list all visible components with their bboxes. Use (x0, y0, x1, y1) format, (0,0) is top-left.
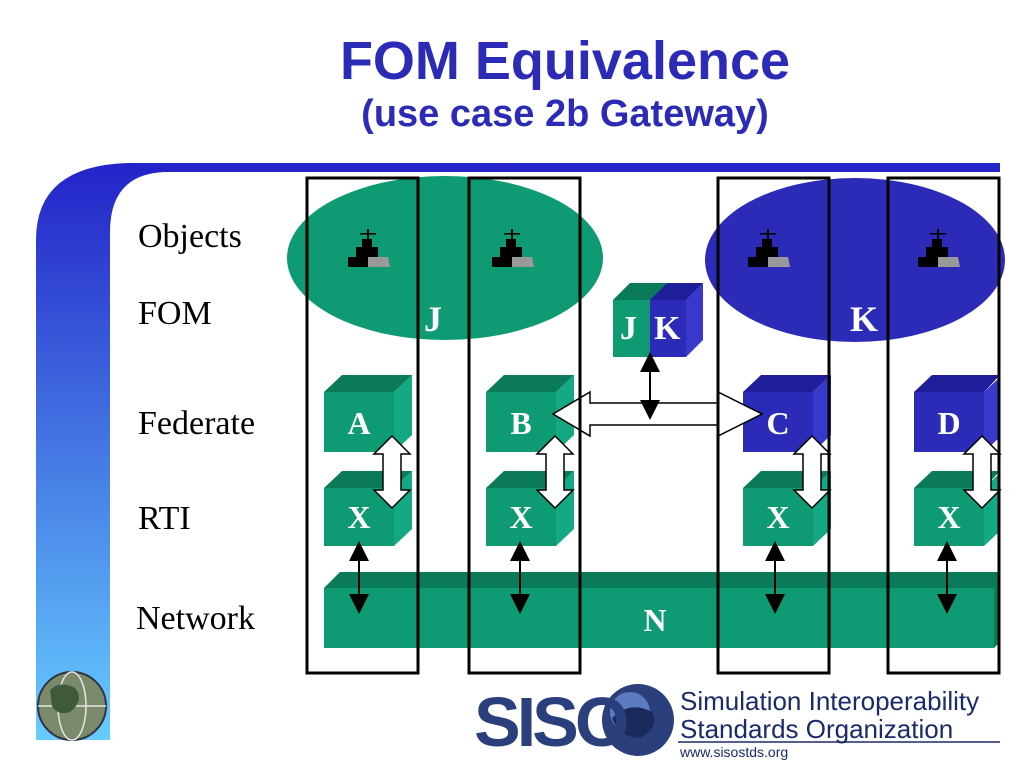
siso-org-line1: Simulation Interoperability (680, 686, 980, 716)
page-subtitle: (use case 2b Gateway) (361, 93, 769, 135)
siso-url[interactable]: www.sisostds.org (680, 744, 789, 760)
gateway-box (613, 283, 703, 357)
row-label-rti: RTI (138, 500, 191, 537)
gateway-k-label: K (654, 310, 681, 347)
rti-c-label: X (766, 499, 790, 535)
federate-box-a (324, 375, 412, 452)
rti-d-label: X (937, 499, 961, 535)
federate-d-label: D (937, 405, 961, 441)
federate-a-label: A (347, 405, 371, 441)
federate-b-label: B (510, 405, 532, 441)
gateway-link-arrow (551, 390, 764, 438)
gateway-j-label: J (620, 310, 637, 347)
network-label: N (643, 602, 667, 638)
network-bar (324, 572, 1000, 648)
siso-globe-icon (602, 684, 674, 756)
fom-j-label: J (424, 299, 442, 339)
row-label-federate: Federate (138, 405, 256, 442)
rti-b-label: X (509, 499, 533, 535)
globe-icon (37, 671, 107, 741)
federation-columns (305, 176, 1001, 675)
federate-box-c (743, 375, 831, 452)
fom-k-label: K (850, 299, 879, 339)
row-label-objects: Objects (138, 218, 242, 255)
federate-c-label: C (766, 405, 790, 441)
row-label-fom: FOM (138, 295, 212, 332)
federate-box-d (914, 375, 1000, 452)
siso-org-name: Simulation Interoperability Standards Or… (680, 687, 979, 743)
row-label-network: Network (136, 600, 255, 637)
rti-a-label: X (347, 499, 371, 535)
rti-network-arrows (349, 352, 957, 614)
siso-org-line2: Standards Organization (680, 714, 954, 744)
page-title: FOM Equivalence (339, 31, 791, 91)
fom-j-ellipse (287, 176, 603, 340)
federate-rti-arrow (372, 434, 1002, 510)
siso-logo: SISO (474, 683, 629, 761)
fom-k-ellipse (705, 178, 1005, 342)
